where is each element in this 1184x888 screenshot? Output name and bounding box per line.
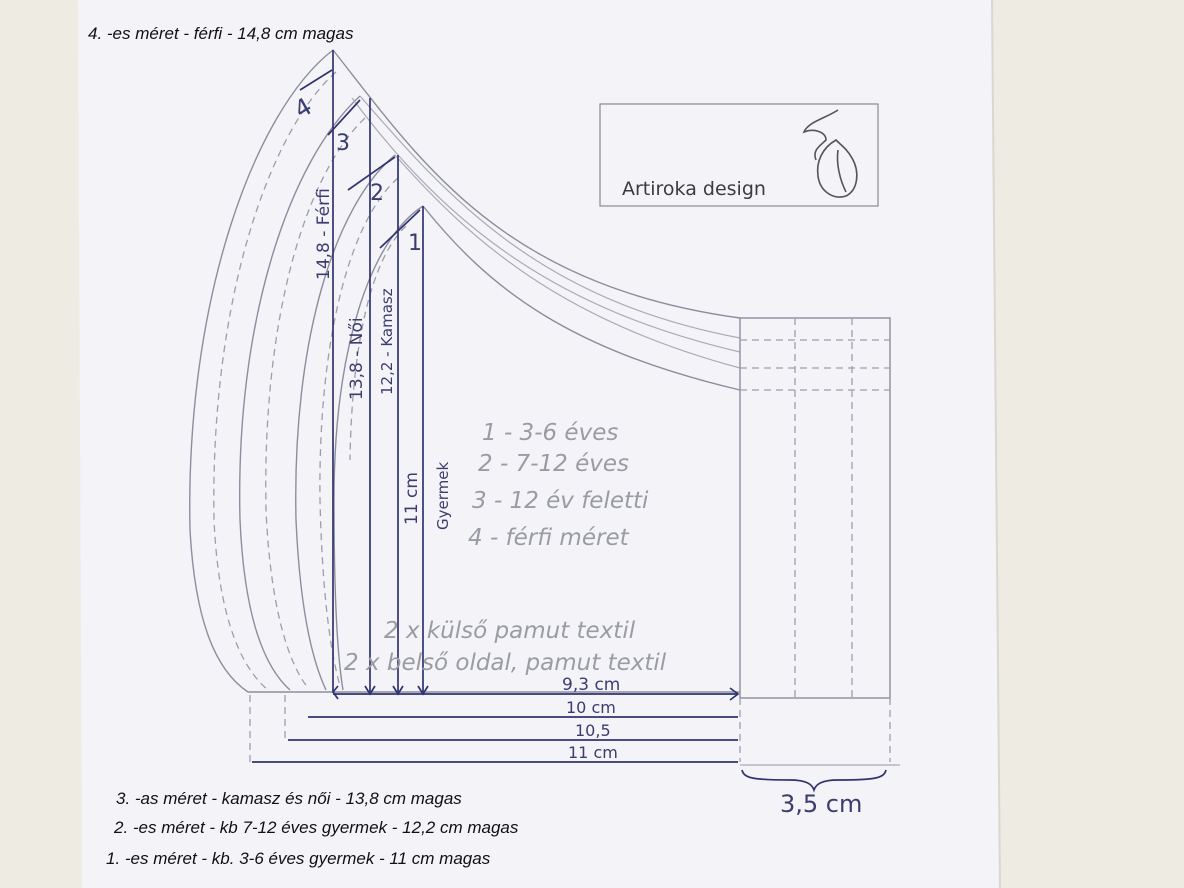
- size-number-3: 3: [336, 131, 350, 156]
- pattern-outline-top-curves: [332, 49, 741, 391]
- paper-edge: [991, 0, 1001, 888]
- footer-size2-caption: 2. -es méret - kb 7-12 éves gyermek - 12…: [113, 818, 519, 837]
- width-label-11: 11 cm: [568, 743, 618, 762]
- strap-width-label: 3,5 cm: [780, 790, 862, 818]
- flame-leaf-logo-icon: [802, 109, 858, 198]
- width-label-10: 10 cm: [566, 698, 616, 717]
- size-number-2: 2: [370, 181, 384, 206]
- width-lines: [252, 687, 887, 793]
- height-label-13-8: 13,8 - Női: [347, 317, 367, 400]
- width-label-9-3: 9,3 cm: [562, 675, 620, 695]
- height-label-gyermek: Gyermek: [434, 462, 452, 530]
- height-lines: [299, 50, 429, 700]
- footer-size3-caption: 3. -as méret - kamasz és női - 13,8 cm m…: [116, 789, 462, 808]
- fabric-line-2: 2 x belső oldal, pamut textil: [344, 650, 667, 676]
- height-label-12-2: 12,2 - Kamasz: [378, 288, 396, 395]
- footer-size1-caption: 1. -es méret - kb. 3-6 éves gyermek - 11…: [106, 849, 491, 868]
- brand-box: Artiroka design: [599, 103, 879, 207]
- paper-sheet: [78, 0, 1000, 888]
- fabric-notes: 2 x külső pamut textil 2 x belső oldal, …: [344, 618, 667, 676]
- size-number-1: 1: [408, 231, 422, 256]
- legend-line-3: 3 - 12 év feletti: [472, 488, 649, 514]
- legend-line-4: 4 - férfi méret: [468, 525, 630, 551]
- pattern-outline-curves: [189, 49, 424, 693]
- fabric-line-1: 2 x külső pamut textil: [384, 618, 636, 644]
- strap-rectangle: [739, 317, 891, 762]
- brand-name: Artiroka design: [622, 178, 766, 200]
- base-lines: [248, 691, 900, 766]
- height-label-11: 11 cm: [402, 472, 422, 525]
- age-legend: 1 - 3-6 éves 2 - 7-12 éves 3 - 12 év fel…: [468, 420, 649, 551]
- height-label-14-8: 14,8 - Férfi: [314, 188, 334, 280]
- header-size4-caption: 4. -es méret - férfi - 14,8 cm magas: [88, 24, 354, 43]
- width-label-10-5: 10,5: [575, 721, 611, 740]
- legend-line-2: 2 - 7-12 éves: [478, 451, 629, 477]
- legend-line-1: 1 - 3-6 éves: [482, 420, 618, 446]
